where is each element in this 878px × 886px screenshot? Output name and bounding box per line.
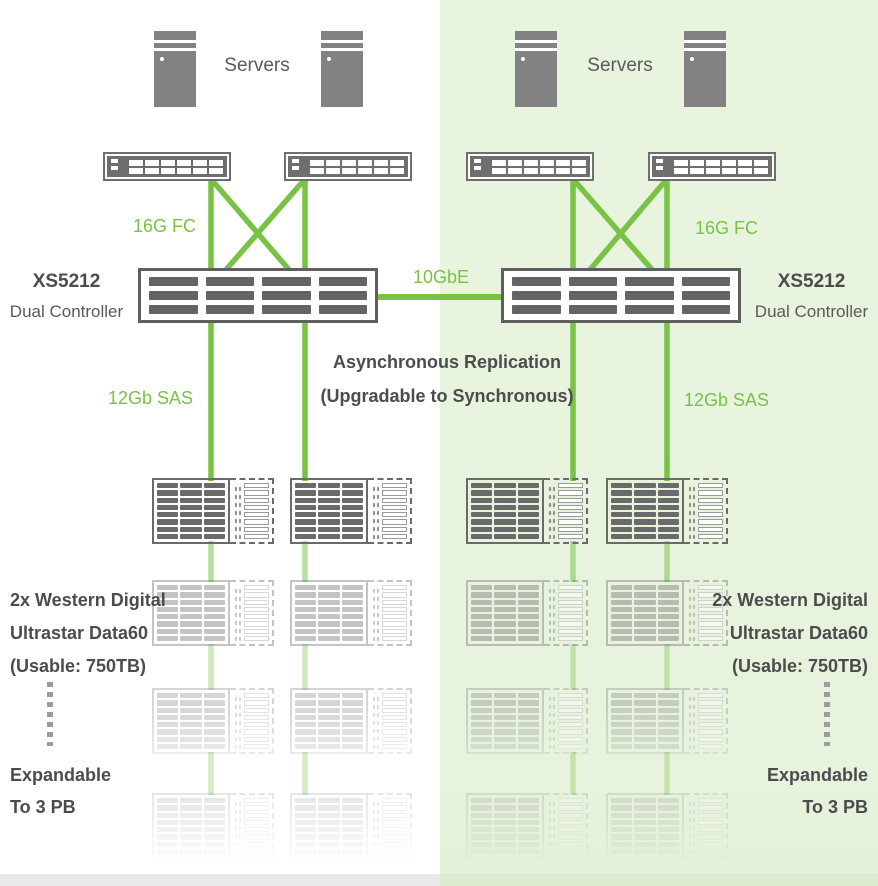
remote-site-panel <box>440 0 878 886</box>
expansion-label-line: Expandable <box>10 765 112 785</box>
fc-switch-icon <box>648 152 776 181</box>
expansion-label: Expandable To 3 PB <box>10 759 111 823</box>
replication-title: Asynchronous Replication <box>332 352 562 372</box>
gbe-link-label: 10GbE <box>412 267 470 287</box>
storage-label-line: 2x Western Digital <box>712 590 868 610</box>
storage-label: 2x Western Digital Ultrastar Data60 (Usa… <box>658 584 868 683</box>
storage-controller-icon <box>501 268 741 323</box>
controller-label: XS5212 Dual Controller <box>745 271 878 321</box>
storage-enclosure <box>466 478 588 544</box>
controller-type-label: Dual Controller <box>9 302 124 321</box>
sas-link-label: 12Gb SAS <box>684 390 770 410</box>
controller-model-label: XS5212 <box>32 271 101 292</box>
replication-subtitle: (Upgradable to Synchronous) <box>320 386 574 406</box>
fc-link-label: 16G FC <box>133 216 197 236</box>
expansion-enclosure <box>466 688 588 754</box>
sas-link-label: 12Gb SAS <box>108 388 194 408</box>
fc-switch-icon <box>103 152 231 181</box>
fc-switch-icon <box>284 152 412 181</box>
expansion-enclosure <box>290 580 412 646</box>
expansion-enclosure <box>290 688 412 754</box>
storage-controller-icon <box>138 268 378 323</box>
server-icon <box>154 31 196 107</box>
bottom-edge-left <box>0 874 440 886</box>
storage-label-line: (Usable: 750TB) <box>731 656 868 676</box>
storage-label: 2x Western Digital Ultrastar Data60 (Usa… <box>10 584 166 683</box>
servers-label: Servers <box>587 55 653 76</box>
expansion-enclosure <box>152 793 274 859</box>
expansion-label-line: Expandable <box>766 765 868 785</box>
servers-label: Servers <box>224 55 290 76</box>
server-icon <box>515 31 557 107</box>
storage-label-line: Ultrastar Data60 <box>10 623 149 643</box>
storage-enclosure <box>290 478 412 544</box>
expansion-ellipsis-icon <box>47 682 53 746</box>
expansion-enclosure <box>290 793 412 859</box>
expansion-label: Expandable To 3 PB <box>658 759 868 823</box>
controller-type-label: Dual Controller <box>754 302 869 321</box>
storage-label-line: (Usable: 750TB) <box>10 656 147 676</box>
storage-label-line: 2x Western Digital <box>10 590 166 610</box>
storage-enclosure <box>152 478 274 544</box>
storage-label-line: Ultrastar Data60 <box>729 623 868 643</box>
fc-switch-icon <box>466 152 594 181</box>
expansion-ellipsis-icon <box>824 682 830 746</box>
expansion-label-line: To 3 PB <box>10 797 76 817</box>
expansion-enclosure <box>606 688 728 754</box>
expansion-enclosure <box>152 688 274 754</box>
expansion-enclosure <box>606 793 728 859</box>
expansion-enclosure <box>606 580 728 646</box>
server-icon <box>321 31 363 107</box>
controller-model-label: XS5212 <box>777 271 846 292</box>
expansion-enclosure <box>466 793 588 859</box>
expansion-enclosure <box>466 580 588 646</box>
bottom-edge-right <box>440 874 878 886</box>
fc-link-label: 16G FC <box>695 218 759 238</box>
replication-label: Asynchronous Replication (Upgradable to … <box>292 345 602 413</box>
expansion-label-line: To 3 PB <box>802 797 868 817</box>
controller-label: XS5212 Dual Controller <box>0 271 133 321</box>
expansion-enclosure <box>152 580 274 646</box>
server-icon <box>684 31 726 107</box>
storage-enclosure <box>606 478 728 544</box>
